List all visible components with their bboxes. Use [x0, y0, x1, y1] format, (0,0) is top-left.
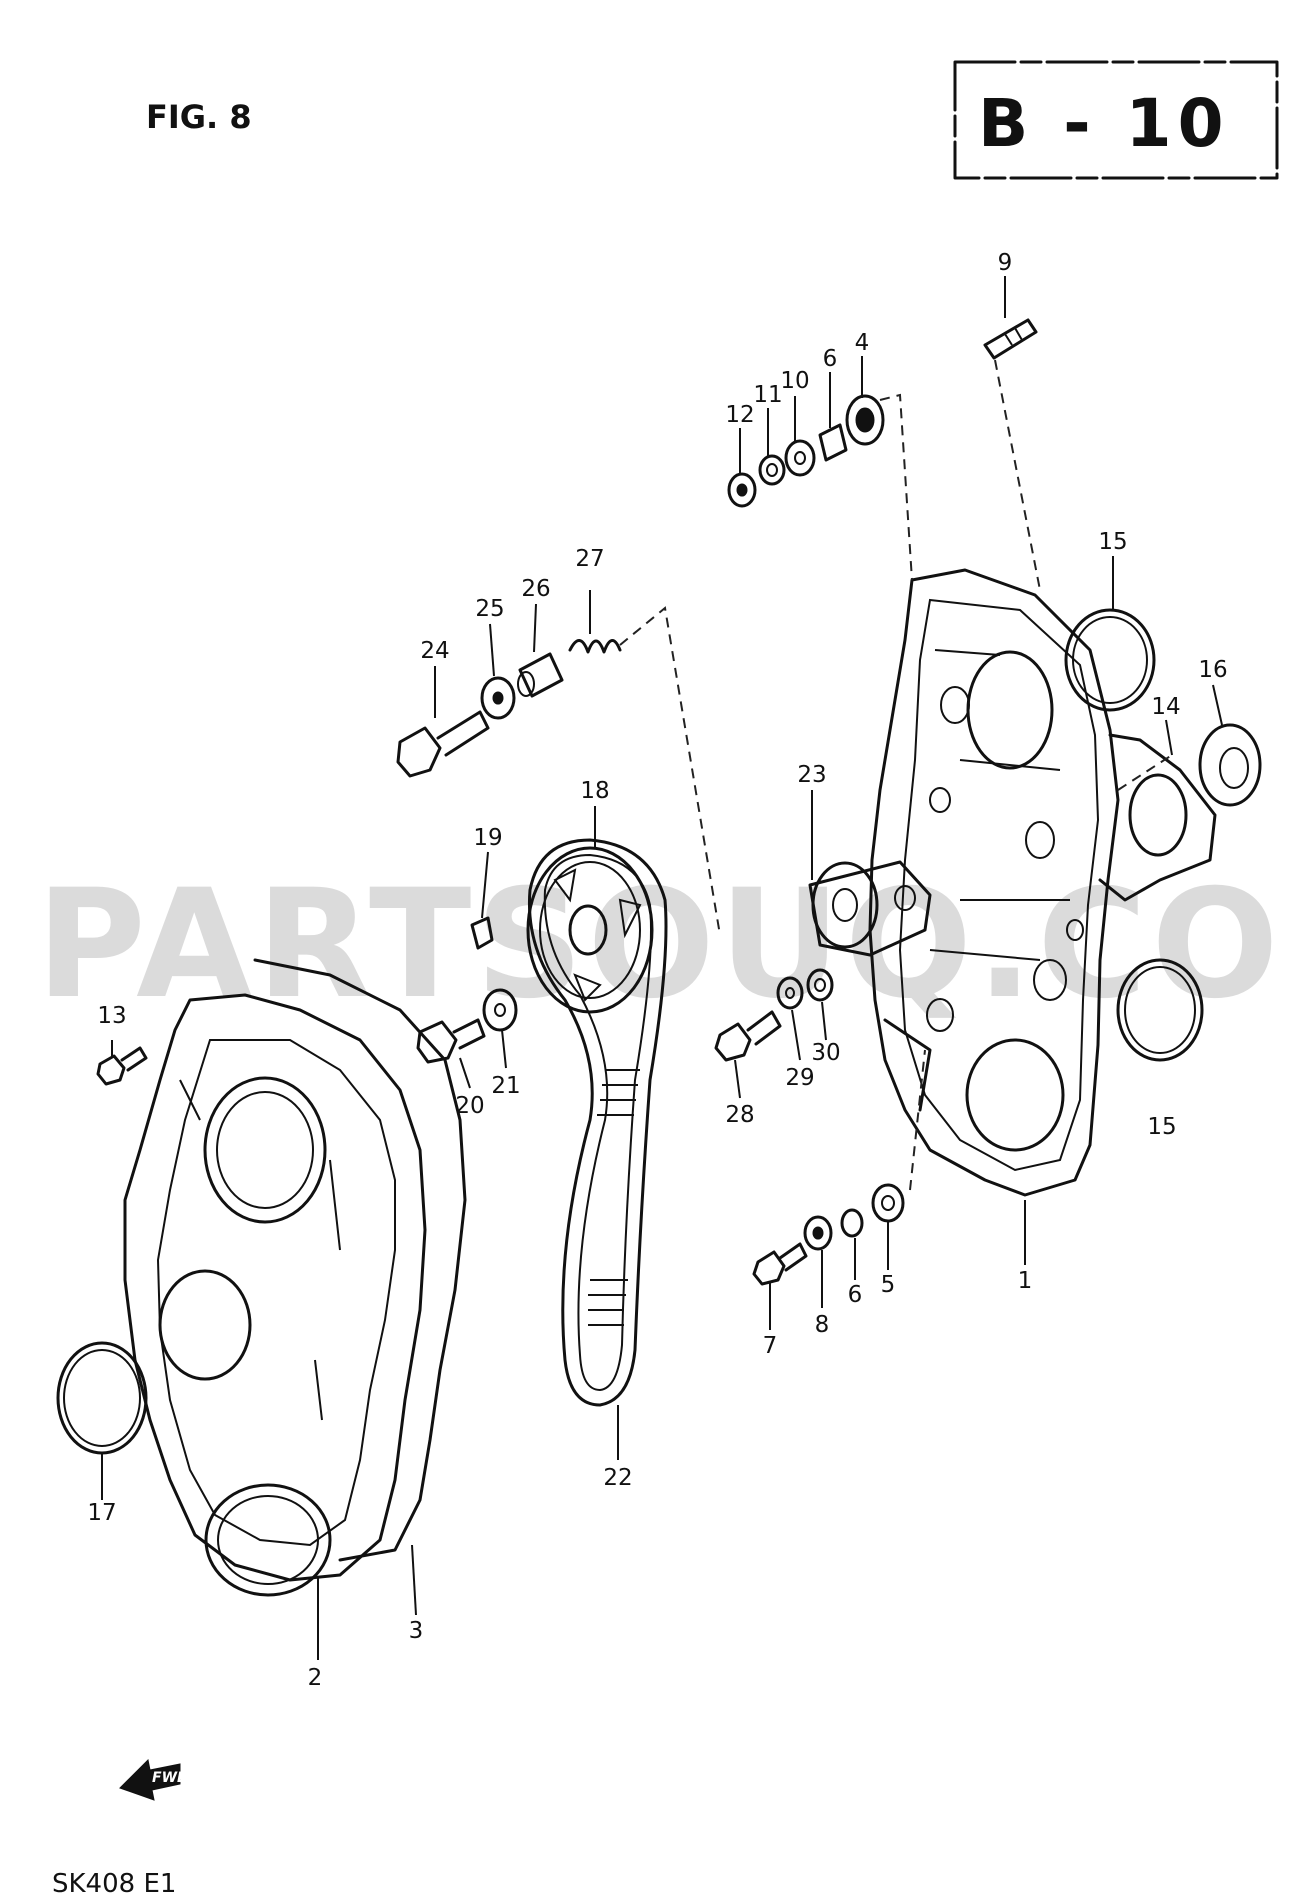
callout-19: 19	[473, 825, 502, 851]
part-28-bolt	[714, 1010, 782, 1062]
drawing-code: SK408 E1	[52, 1869, 176, 1899]
part-17-o-ring	[56, 1341, 148, 1455]
callout-7: 7	[763, 1333, 778, 1359]
part-8-washer	[803, 1215, 833, 1251]
callout-16: 16	[1198, 657, 1227, 683]
callout-12: 12	[725, 402, 754, 428]
callout-21: 21	[491, 1073, 520, 1099]
callout-25: 25	[475, 596, 504, 622]
callout-4: 4	[855, 330, 870, 356]
part-9-stud	[983, 318, 1038, 360]
part-10-washer	[784, 439, 816, 477]
callout-15-lower: 15	[1147, 1114, 1176, 1140]
callout-9: 9	[998, 250, 1013, 276]
part-20-bolt	[416, 1018, 486, 1064]
part-13-bolt	[96, 1046, 148, 1086]
part-11-washer	[758, 454, 786, 486]
callout-6-upper: 6	[823, 346, 838, 372]
callout-10: 10	[780, 368, 809, 394]
part-24-bolt	[396, 710, 490, 778]
part-23-tensioner	[808, 860, 932, 957]
fig-label: FIG. 8	[146, 98, 252, 136]
callout-20: 20	[455, 1093, 484, 1119]
part-30-washer	[806, 968, 834, 1002]
forward-mark: FWD	[152, 1770, 189, 1786]
part-14-gasket	[1098, 733, 1217, 902]
part-15-o-ring-upper	[1064, 608, 1156, 712]
part-4-cap-nut	[845, 394, 885, 446]
part-12-nut	[727, 472, 757, 508]
callout-13: 13	[97, 1003, 126, 1029]
part-3-gasket	[253, 958, 467, 1562]
callout-1: 1	[1018, 1268, 1033, 1294]
part-27-spring	[568, 639, 622, 654]
callout-27: 27	[575, 546, 604, 572]
callout-28: 28	[725, 1102, 754, 1128]
callout-11: 11	[753, 382, 782, 408]
part-29-washer	[776, 976, 804, 1010]
part-26-sleeve	[517, 652, 564, 698]
part-6-collar-lower	[840, 1208, 864, 1238]
callout-14: 14	[1151, 694, 1180, 720]
callout-30: 30	[811, 1040, 840, 1066]
part-16-seal	[1198, 723, 1262, 807]
callout-18: 18	[580, 778, 609, 804]
part-25-washer	[480, 676, 516, 720]
callout-8: 8	[815, 1312, 830, 1338]
callout-6-lower: 6	[848, 1282, 863, 1308]
callout-24: 24	[420, 638, 449, 664]
callout-17: 17	[87, 1500, 116, 1526]
part-19-key	[470, 916, 494, 950]
leader-lines	[101, 276, 1223, 1660]
forward-arrow-icon: FWD	[119, 1758, 189, 1801]
callout-labels: 1 2 3 4 5 6 6 7 8 9 10 11 12 13 14 15 15…	[87, 250, 1227, 1691]
callout-5: 5	[881, 1272, 896, 1298]
part-7-bolt	[752, 1242, 808, 1286]
callout-15-upper: 15	[1098, 529, 1127, 555]
section-code: B - 10	[978, 85, 1230, 162]
part-2-front-cover	[123, 993, 427, 1597]
callout-2: 2	[308, 1665, 323, 1691]
callout-22: 22	[603, 1465, 632, 1491]
part-6-collar-upper	[818, 423, 848, 462]
part-15-o-ring-lower	[1116, 958, 1204, 1062]
part-18-pulley	[526, 846, 654, 1014]
callout-23: 23	[797, 762, 826, 788]
part-5-cap-nut	[871, 1183, 905, 1223]
section-code-box: B - 10	[953, 60, 1279, 180]
callout-29: 29	[785, 1065, 814, 1091]
part-21-washer	[482, 988, 518, 1032]
alignment-lines	[619, 359, 1173, 1191]
callout-26: 26	[521, 576, 550, 602]
callout-3: 3	[409, 1618, 424, 1644]
